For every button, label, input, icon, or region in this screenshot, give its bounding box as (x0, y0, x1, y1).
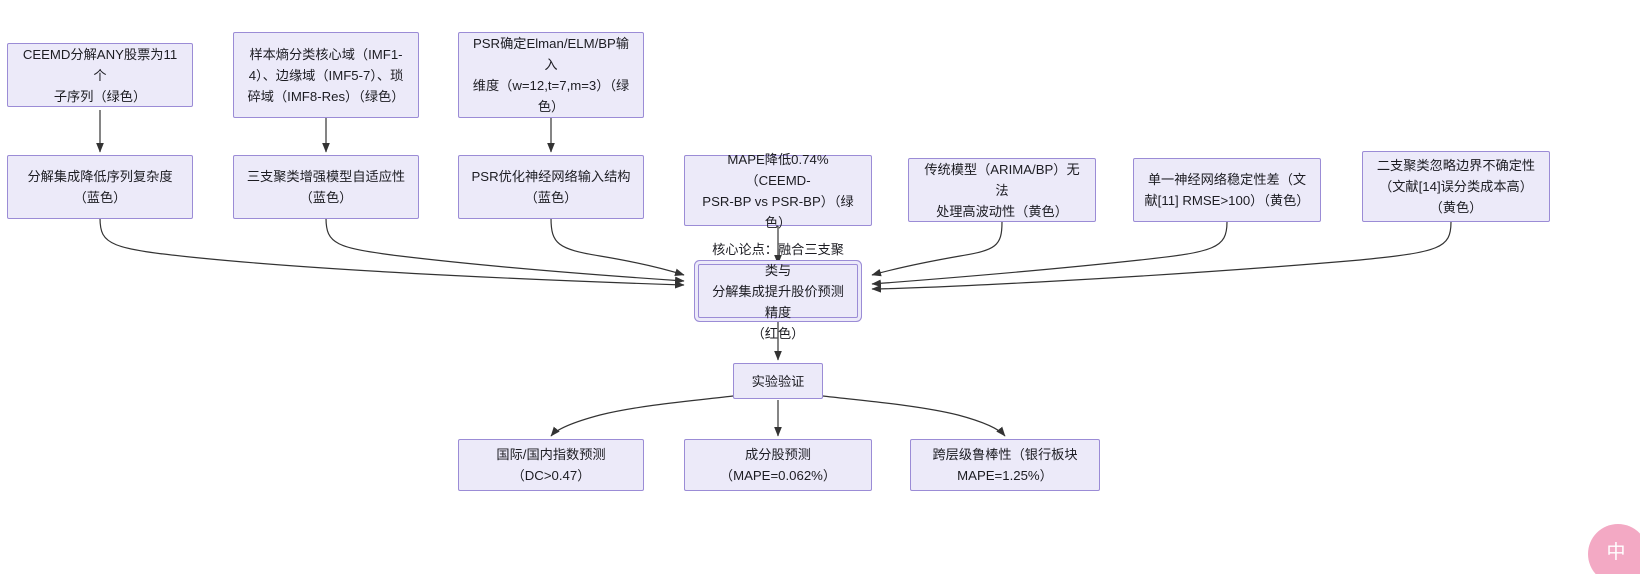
node-cross-level-robustness[interactable]: 跨层级鲁棒性（银行板块 MAPE=1.25%） (910, 439, 1100, 491)
node-ceemd-label: CEEMD分解ANY股票为11个 子序列（绿色） (22, 46, 178, 104)
edge-single-nn-to-core (871, 221, 1228, 288)
node-single-nn-instability[interactable]: 单一神经网络稳定性差（文 献[11] RMSE>100）（黄色） (1133, 158, 1321, 222)
node-experiment-validation[interactable]: 实验验证 (733, 363, 823, 399)
watermark-text: 中 (1606, 541, 1626, 563)
node-mape-drop[interactable]: MAPE降低0.74%（CEEMD- PSR-BP vs PSR-BP）（绿 色… (684, 152, 872, 230)
node-psr-structure-label: PSR优化神经网络输入结构 （蓝色） (471, 169, 631, 205)
node-decomp-complexity-label: 分解集成降低序列复杂度 （蓝色） (27, 169, 173, 205)
node-sample-entropy[interactable]: 样本熵分类核心域（IMF1- 4）、边缘域（IMF5-7）、琐 碎域（IMF8-… (233, 32, 419, 118)
node-traditional-model-limit[interactable]: 传统模型（ARIMA/BP）无法 处理高波动性（黄色） (908, 158, 1096, 222)
node-psr-structure[interactable]: PSR优化神经网络输入结构 （蓝色） (458, 155, 644, 219)
edge-two-way-to-core (871, 221, 1452, 293)
node-single-nn-instability-label: 单一神经网络稳定性差（文 献[11] RMSE>100）（黄色） (1144, 172, 1310, 208)
edge-validation-to-index (550, 395, 734, 437)
watermark-badge: 中 (1588, 524, 1640, 574)
node-cross-level-robustness-label: 跨层级鲁棒性（银行板块 MAPE=1.25%） (932, 447, 1078, 483)
node-experiment-validation-label: 实验验证 (751, 373, 805, 389)
node-ceemd[interactable]: CEEMD分解ANY股票为11个 子序列（绿色） (7, 43, 193, 107)
node-three-way-clustering[interactable]: 三支聚类增强模型自适应性 （蓝色） (233, 155, 419, 219)
node-two-way-clustering-limit[interactable]: 二支聚类忽略边界不确定性 （文献[14]误分类成本高） （黄色） (1362, 151, 1550, 222)
node-constituent-stock-forecast[interactable]: 成分股预测 （MAPE=0.062%） (684, 439, 872, 491)
node-three-way-clustering-label: 三支聚类增强模型自适应性 （蓝色） (246, 169, 406, 205)
node-core-claim[interactable]: 核心论点：融合三支聚类与 分解集成提升股价预测精度 （红色） (698, 242, 858, 341)
edge-structure-to-core (550, 217, 685, 276)
edge-traditional-to-core (871, 221, 1003, 277)
node-two-way-clustering-limit-label: 二支聚类忽略边界不确定性 （文献[14]误分类成本高） （黄色） (1376, 158, 1536, 215)
node-traditional-model-limit-label: 传统模型（ARIMA/BP）无法 处理高波动性（黄色） (924, 161, 1080, 219)
node-constituent-stock-forecast-label: 成分股预测 （MAPE=0.062%） (719, 447, 837, 483)
node-sample-entropy-label: 样本熵分类核心域（IMF1- 4）、边缘域（IMF5-7）、琐 碎域（IMF8-… (247, 46, 405, 104)
edge-validation-to-robustness (822, 395, 1006, 437)
node-index-forecast[interactable]: 国际/国内指数预测 （DC>0.47） (458, 439, 644, 491)
node-decomp-complexity[interactable]: 分解集成降低序列复杂度 （蓝色） (7, 155, 193, 219)
node-index-forecast-label: 国际/国内指数预测 （DC>0.47） (496, 447, 606, 483)
node-mape-drop-label: MAPE降低0.74%（CEEMD- PSR-BP vs PSR-BP）（绿 色… (702, 151, 854, 230)
edge-clustering-to-core (325, 217, 685, 285)
node-core-claim-label: 核心论点：融合三支聚类与 分解集成提升股价预测精度 （红色） (712, 241, 844, 341)
node-psr-input-dim-label: PSR确定Elman/ELM/BP输入 维度（w=12,t=7,m=3）（绿 色… (472, 36, 630, 114)
node-psr-input-dim[interactable]: PSR确定Elman/ELM/BP输入 维度（w=12,t=7,m=3）（绿 色… (458, 32, 644, 118)
edge-decomp-to-core (99, 217, 685, 289)
